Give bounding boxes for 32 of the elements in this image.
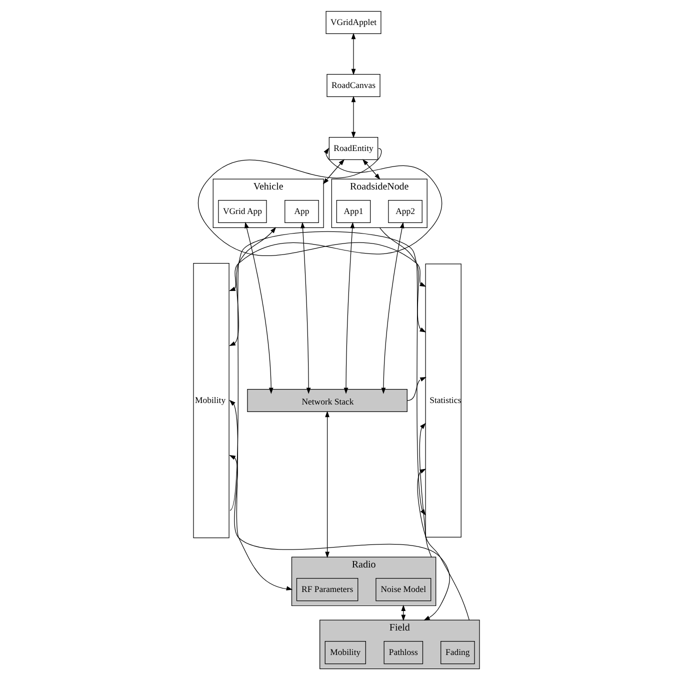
arrow — [300, 222, 311, 394]
arrow — [379, 227, 426, 332]
node-box: RoadCanvas — [326, 74, 380, 98]
arrow — [322, 159, 345, 184]
node-box: VGridApplet — [326, 10, 382, 34]
node-box: Mobility — [324, 641, 366, 664]
node-box: Statistics — [425, 264, 462, 538]
node-box: RF Parameters — [296, 578, 358, 602]
arrow — [229, 454, 450, 621]
arrow — [229, 148, 442, 292]
node-box: App2 — [388, 200, 422, 224]
node-box: VGrid App — [218, 200, 267, 224]
arrow — [229, 400, 293, 590]
arrow — [381, 222, 404, 394]
node-box: Noise Model — [376, 578, 432, 602]
arrow — [244, 222, 274, 394]
node-box: Fading — [440, 641, 475, 664]
arrow — [351, 96, 356, 138]
node-box: App — [284, 200, 319, 224]
arrow — [344, 222, 355, 394]
arrow — [351, 32, 356, 76]
arrow — [417, 468, 470, 620]
node-box: RoadEntity — [328, 136, 378, 160]
node-box: Mobility — [193, 262, 230, 538]
arrow — [325, 410, 330, 558]
arrow — [406, 377, 426, 401]
arrow — [362, 159, 380, 180]
arrow — [229, 227, 276, 346]
node-box: App1 — [336, 200, 371, 224]
arrow — [401, 604, 406, 622]
node-box: Pathloss — [384, 641, 424, 664]
arrow — [198, 148, 426, 287]
